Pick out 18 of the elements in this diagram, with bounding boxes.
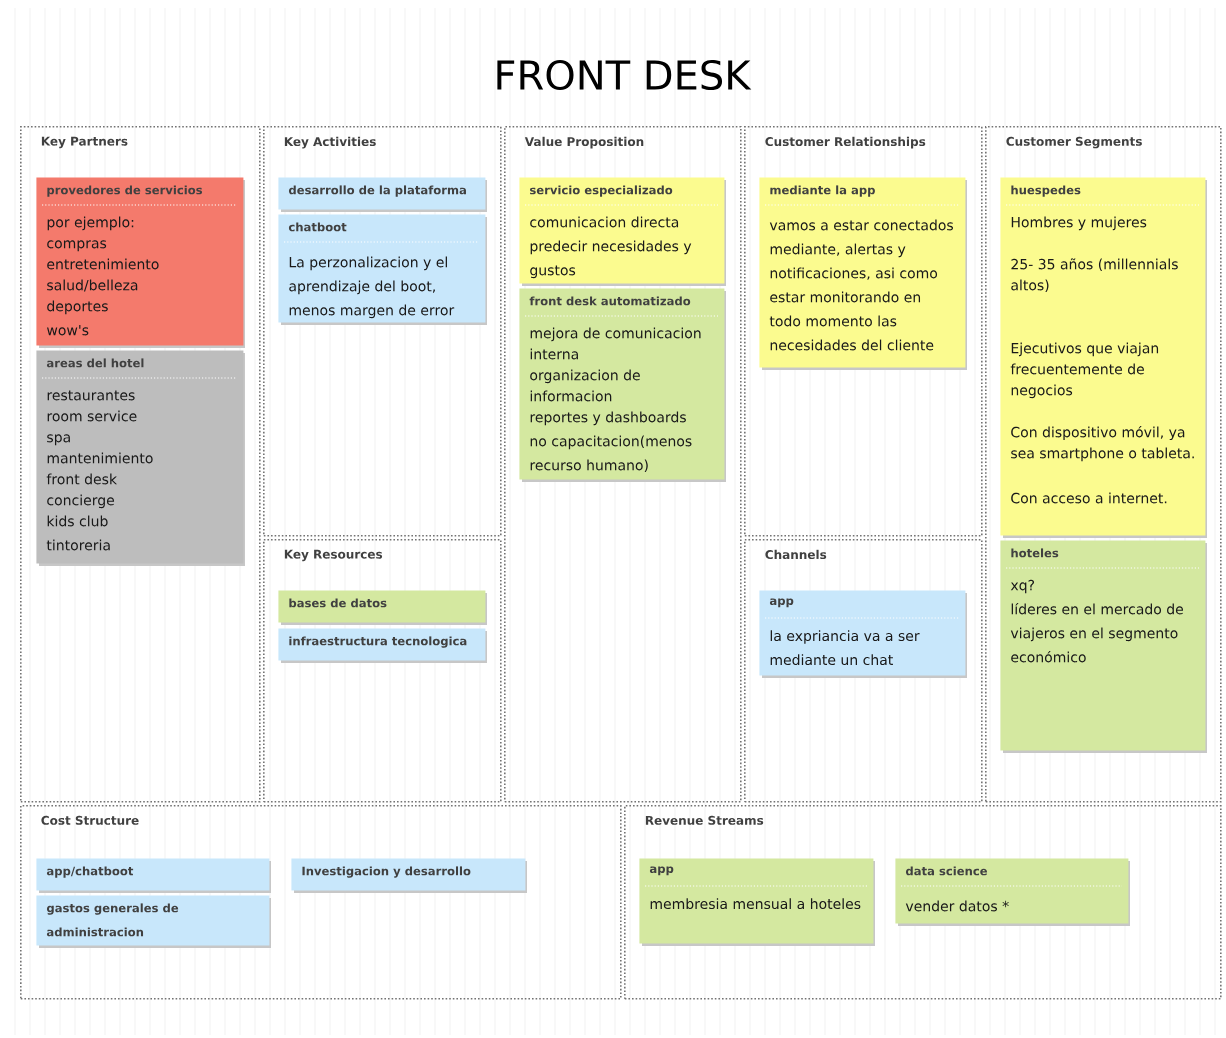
sticky-note: app/chatboot: [36, 858, 271, 893]
sticky-note: mediante la app vamos a estar conectados mediante, alertas y notificaciones, asi como estar monitorando en todo momento las necesidades del cliente: [759, 177, 967, 370]
sticky-note: app membresia mensual a hoteles: [639, 858, 875, 946]
sticky-note: infraestructura tecnologica: [278, 628, 487, 663]
sticky-note: provedores de servicios por ejemplo: compras entretenimiento salud/belleza deportes wow's: [36, 177, 245, 348]
sticky-note: hoteles xq? líderes en el mercado de viajeros en el segmento económico: [1000, 540, 1207, 753]
sticky-note: app la expriancia va a ser mediante un chat: [759, 590, 967, 678]
title: FRONT DESK: [497, 59, 752, 91]
sticky-note: desarrollo de la plataforma: [278, 177, 487, 212]
sticky-note: Investigacion y desarrollo: [291, 858, 527, 893]
sticky-note: chatboot La perzonalizacion y el aprendizaje del boot, menos margen de error: [278, 214, 487, 325]
sticky-note: gastos generales de administracion: [36, 895, 271, 948]
sticky-note: front desk automatizado mejora de comunicacion interna organizacion de informacion reportes y dashboards no capacitacion(menos recurso humano): [519, 288, 726, 482]
sticky-note: areas del hotel restaurantes room service spa mantenimiento front desk concierge kids club tintoreria: [36, 350, 245, 566]
sticky-note: huespedes Hombres y mujeres 25- 35 años (millennials altos) Ejecutivos que viajan frecuentemente de negocios Con dispositivo móvil, ya sea smartphone o tableta. Con acceso a internet.: [1000, 177, 1207, 538]
sticky-note: servicio especializado comunicacion directa predecir necesidades y gustos: [519, 177, 726, 286]
sticky-note: data science vender datos *: [895, 858, 1130, 926]
sticky-note: bases de datos: [278, 590, 487, 625]
